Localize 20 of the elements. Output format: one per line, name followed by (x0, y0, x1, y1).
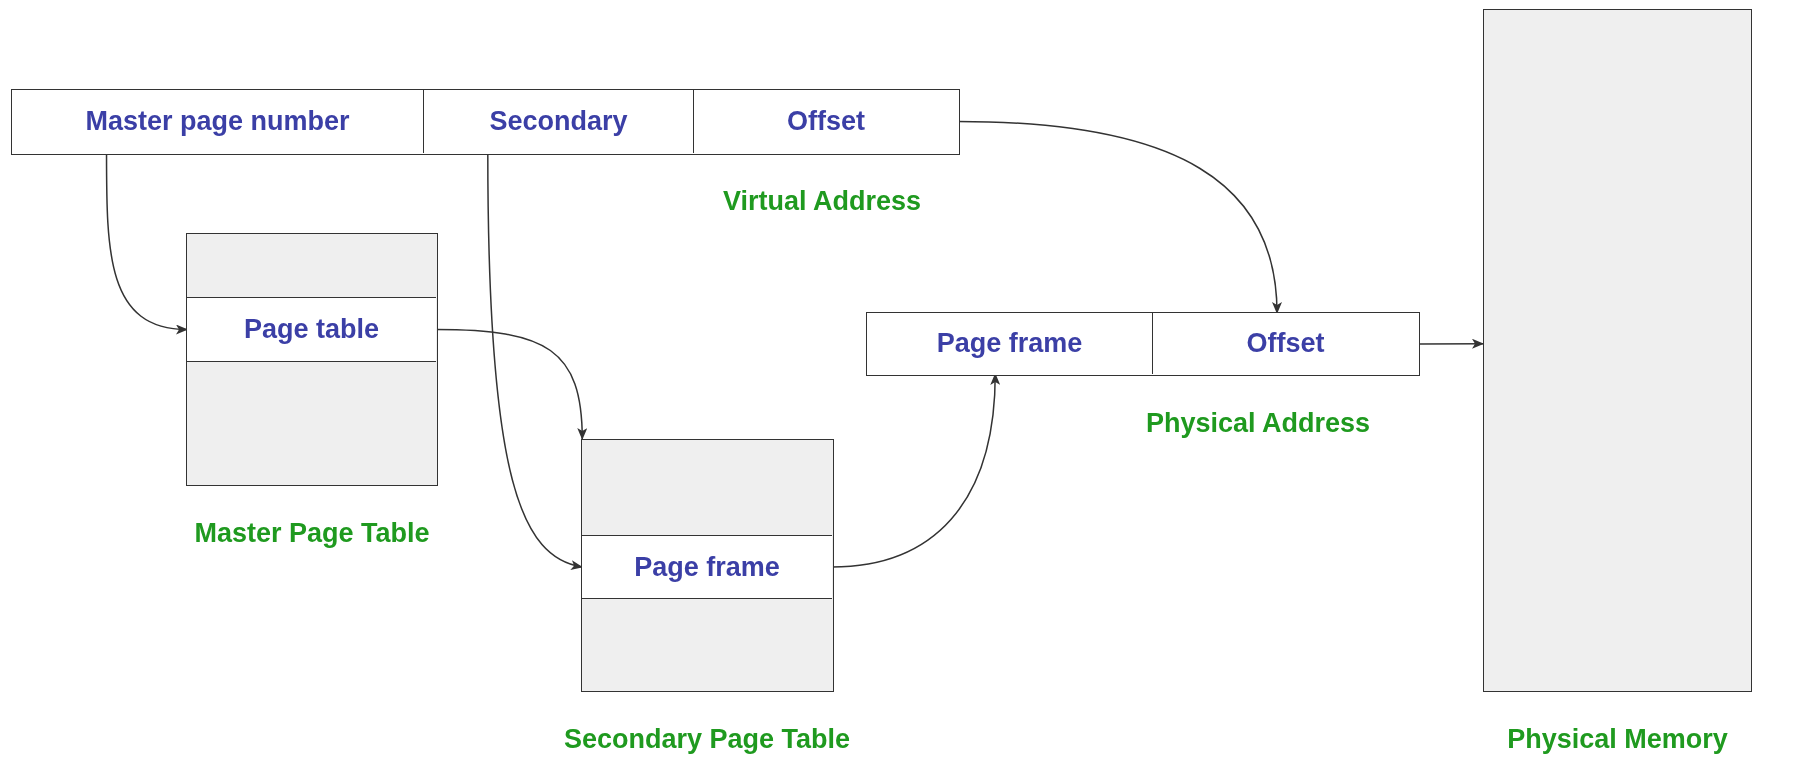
node-label: Master Page Table (193, 518, 431, 549)
node-label: Physical Memory (1506, 724, 1729, 755)
field-label: Offset (787, 106, 865, 137)
field-label: Offset (1246, 328, 1325, 359)
physical-memory-block (1483, 9, 1752, 692)
field-label: Page frame (936, 328, 1083, 359)
page-table (186, 233, 438, 486)
node-label: Virtual Address (721, 186, 923, 217)
address-bar (11, 89, 960, 155)
field-label: Page table (243, 314, 380, 345)
address-bar (866, 312, 1420, 376)
field-label: Secondary (489, 106, 628, 137)
field-label: Page frame (634, 551, 780, 583)
arrow (1419, 338, 1484, 349)
field-label: Master page number (85, 106, 350, 137)
page-table (581, 439, 834, 692)
node-label: Physical Address (1144, 408, 1372, 439)
table-entry (582, 535, 832, 599)
table-entry (187, 297, 436, 362)
node-label: Secondary Page Table (562, 724, 852, 755)
